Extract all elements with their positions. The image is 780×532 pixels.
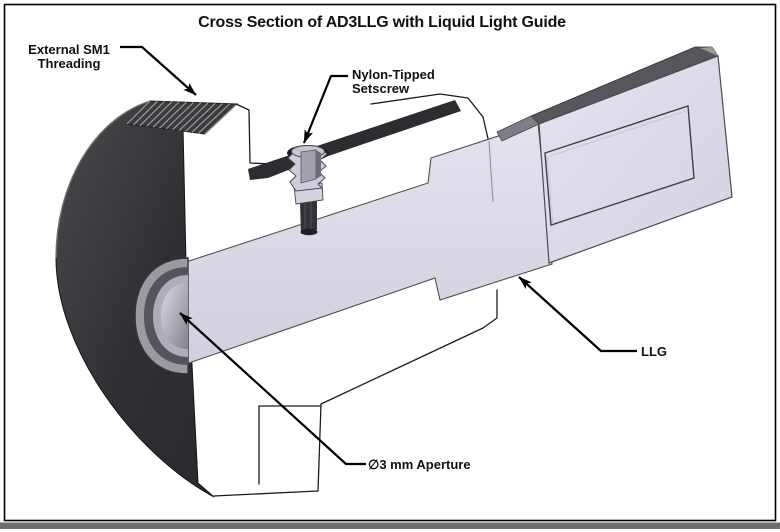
setscrew-nylon-tip [300, 228, 318, 236]
aperture-rings [134, 257, 189, 375]
llg-block-inset-edge [544, 105, 695, 226]
flange-barrel-gap-outline [258, 405, 322, 485]
setscrew-shaft-stripes [304, 202, 312, 233]
aperture-bore [161, 283, 188, 349]
flange-bottom-outline [213, 403, 322, 497]
label-setscrew-line2: Setscrew [352, 81, 410, 96]
llg-ferrule [185, 122, 553, 365]
cut-face-outlines [213, 93, 498, 497]
setscrew [287, 145, 328, 236]
setscrew-shaft-hole [300, 200, 317, 234]
disc-rim-highlight [55, 100, 151, 259]
setscrew-socket-shade [316, 150, 321, 179]
leader-llg [518, 276, 637, 353]
leader-setscrew [302, 74, 348, 144]
leader-aperture [179, 312, 366, 466]
ferrule-feature-line [488, 140, 494, 203]
figure-title: Cross Section of AD3LLG with Liquid Ligh… [198, 14, 566, 31]
footer-bar [0, 522, 780, 529]
label-setscrew-line1: Nylon-Tipped [352, 67, 435, 82]
label-threading-line1: External SM1 [28, 42, 110, 57]
llg-block-inset-highlight [546, 110, 687, 225]
label-llg: LLG [641, 344, 667, 359]
llg-block-top-chamfer [700, 47, 718, 56]
leader-threading [120, 45, 197, 96]
label-threading-line2: Threading [38, 56, 101, 71]
label-aperture: ∅3 mm Aperture [368, 457, 471, 472]
leader-lines [120, 45, 637, 466]
barrel-bottom-outline [320, 289, 498, 405]
setscrew-socket [300, 149, 317, 184]
thread-hatch-lines [126, 100, 238, 135]
